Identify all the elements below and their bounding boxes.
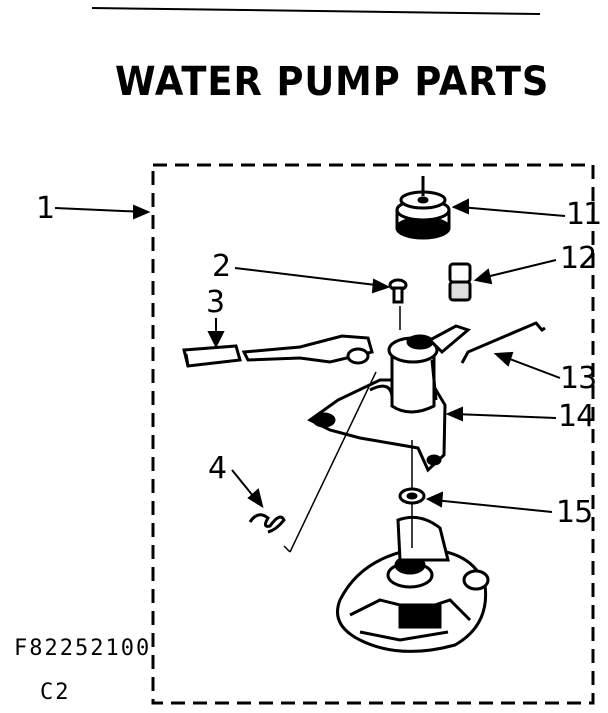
callout-14: 14 bbox=[558, 399, 595, 434]
callout-4: 4 bbox=[208, 451, 228, 486]
callout-13: 13 bbox=[560, 361, 597, 396]
callout-2: 2 bbox=[212, 249, 232, 284]
callout-15: 15 bbox=[556, 495, 593, 530]
part-3-pad bbox=[182, 344, 242, 368]
part-15-washer bbox=[398, 487, 426, 505]
top-rule bbox=[91, 7, 541, 15]
kit-boundary bbox=[151, 163, 595, 705]
leader-lines bbox=[54, 198, 566, 513]
diagram-title: WATER PUMP PARTS bbox=[115, 59, 550, 105]
part-2-screw bbox=[388, 278, 408, 304]
impeller-housing bbox=[336, 515, 490, 653]
part-12-seal bbox=[448, 262, 472, 302]
part-4-clip bbox=[248, 513, 286, 534]
callout-3: 3 bbox=[206, 285, 226, 320]
part-13-wire bbox=[460, 321, 546, 364]
callout-1: 1 bbox=[36, 191, 56, 226]
callout-11: 11 bbox=[566, 197, 602, 232]
part-11-pulley bbox=[395, 176, 451, 240]
sheet-code: C2 bbox=[40, 680, 71, 705]
part-14-housing bbox=[241, 324, 472, 473]
guide-lines bbox=[283, 306, 413, 553]
figure-code: F82252100 bbox=[14, 636, 152, 661]
callout-12: 12 bbox=[560, 241, 597, 276]
